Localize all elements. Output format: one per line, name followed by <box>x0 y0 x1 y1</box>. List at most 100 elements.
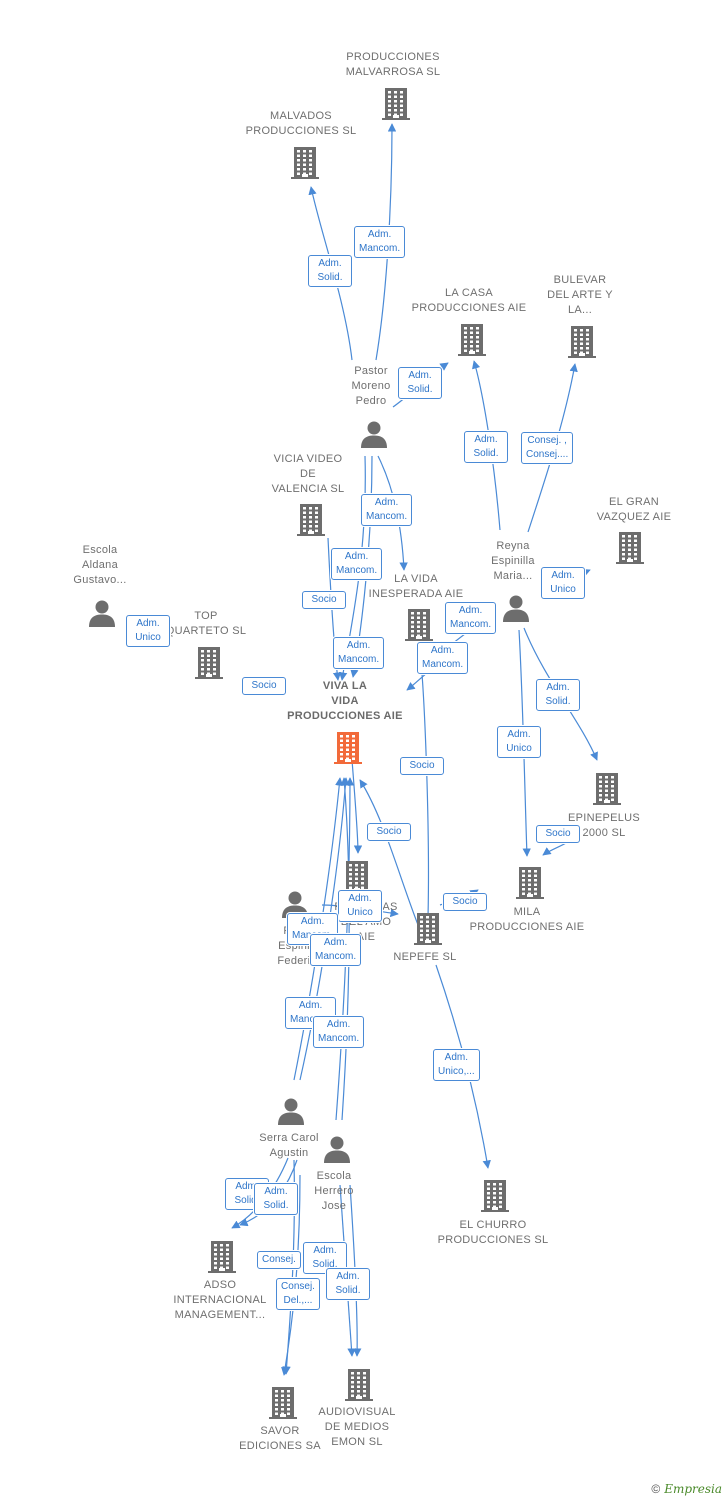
node-label-line: DE MEDIOS <box>324 1421 390 1433</box>
relation-badge[interactable]: Adm.Solid. <box>536 679 580 711</box>
relation-badge-line: Adm. <box>430 645 455 656</box>
building-icon[interactable] <box>195 645 223 684</box>
relation-badge[interactable]: Adm.Solid. <box>308 255 352 287</box>
relation-badge[interactable]: Adm.Solid. <box>303 1242 347 1274</box>
relation-badge-line: Adm. <box>374 497 399 508</box>
relation-badge[interactable]: Adm.Mancom. <box>331 548 383 580</box>
person-icon[interactable] <box>502 594 530 627</box>
relation-badge[interactable]: Consej. ,Consej.... <box>521 432 574 464</box>
building-icon[interactable] <box>481 1178 509 1217</box>
relation-badge-line: Consej. <box>262 1254 296 1265</box>
building-icon[interactable] <box>414 911 442 950</box>
building-icon[interactable] <box>208 1239 236 1278</box>
node-label-line: Maria... <box>493 570 533 582</box>
building-icon[interactable] <box>382 86 410 125</box>
relation-badge[interactable]: Adm.Solid. <box>398 367 442 399</box>
node-label-line: INESPERADA AIE <box>368 588 464 600</box>
brand-logo[interactable]: Empresia <box>664 1482 722 1496</box>
person-icon[interactable] <box>323 1135 351 1168</box>
building-icon[interactable] <box>616 530 644 569</box>
relation-badge[interactable]: Socio <box>302 591 346 609</box>
relation-badge[interactable]: Adm.Mancom. <box>445 602 497 634</box>
relation-badge[interactable]: Socio <box>443 893 487 911</box>
building-icon[interactable] <box>593 771 621 810</box>
relation-badge-line: Adm. <box>300 916 325 927</box>
relation-badge-line: Mancom. <box>422 659 464 670</box>
relation-badge[interactable]: Adm.Mancom. <box>310 934 362 966</box>
relation-badge[interactable]: Adm.Mancom. <box>361 494 413 526</box>
relation-badge[interactable]: Adm.Solid. <box>254 1183 298 1215</box>
relation-badge-line: Socio <box>452 896 478 907</box>
relation-badge-line: Solid. <box>407 384 433 395</box>
person-icon[interactable] <box>360 420 388 453</box>
relation-badge-line: Adm. <box>318 258 342 269</box>
relation-badge[interactable]: Adm.Mancom. <box>313 1016 365 1048</box>
relation-badge-line: Unico,... <box>438 1066 475 1077</box>
relation-badge-line: Solid. <box>312 1259 338 1270</box>
building-icon[interactable] <box>291 145 319 184</box>
relation-badge[interactable]: Socio <box>400 757 444 775</box>
building-icon[interactable] <box>568 324 596 363</box>
building-icon[interactable] <box>405 607 433 646</box>
relation-badge[interactable]: Adm.Unico <box>338 890 382 922</box>
building-icon[interactable] <box>516 865 544 904</box>
building-icon[interactable] <box>297 502 325 541</box>
node-label-line: VICIA VIDEO <box>273 453 343 465</box>
node-label-line: Gustavo... <box>73 574 127 586</box>
node-label-nepefe[interactable]: NEPEFE SL <box>355 950 495 965</box>
relation-badge[interactable]: Socio <box>242 677 286 695</box>
relation-badge-line: Adm. <box>507 729 531 740</box>
node-label-line: VAZQUEZ AIE <box>596 511 672 523</box>
relation-badge[interactable]: Adm.Unico <box>497 726 541 758</box>
node-label-line: Pastor <box>354 365 388 377</box>
relation-badge[interactable]: Adm. Unico,... <box>433 1049 480 1081</box>
relation-badge-line: Solid. <box>545 696 571 707</box>
building-icon[interactable] <box>458 322 486 361</box>
relation-badge[interactable]: Adm.Solid. <box>464 431 508 463</box>
relation-badge[interactable]: Consej.Del.,... <box>276 1278 320 1310</box>
relation-badge-line: Adm. <box>348 893 372 904</box>
person-icon[interactable] <box>277 1097 305 1130</box>
relation-badge[interactable]: Adm.Mancom. <box>354 226 406 258</box>
node-label-line: EL CHURRO <box>459 1219 527 1231</box>
node-label-line: 2000 SL <box>582 827 626 839</box>
building-icon[interactable] <box>345 1367 373 1406</box>
relation-badge-line: Adm. <box>136 618 160 629</box>
node-label-line: NEPEFE SL <box>393 951 457 963</box>
building-icon[interactable] <box>334 730 362 769</box>
relation-badge[interactable]: Socio <box>536 825 580 843</box>
relation-badge[interactable]: Adm. Mancom. <box>417 642 469 674</box>
relation-badge[interactable]: Adm.Solid. <box>326 1268 370 1300</box>
relation-badge[interactable]: Adm.Unico <box>541 567 585 599</box>
node-label-line: DE <box>300 468 316 480</box>
person-icon[interactable] <box>88 599 116 632</box>
relation-badge[interactable]: Consej. <box>257 1251 301 1269</box>
relation-badge-line: Socio <box>545 828 571 839</box>
relation-badge[interactable]: Socio <box>367 823 411 841</box>
relation-badge[interactable]: Adm.Mancom. <box>333 637 385 669</box>
relation-badge[interactable]: Adm.Unico <box>126 615 170 647</box>
building-icon[interactable] <box>269 1385 297 1424</box>
relation-badge-line: Adm. <box>444 1052 469 1063</box>
